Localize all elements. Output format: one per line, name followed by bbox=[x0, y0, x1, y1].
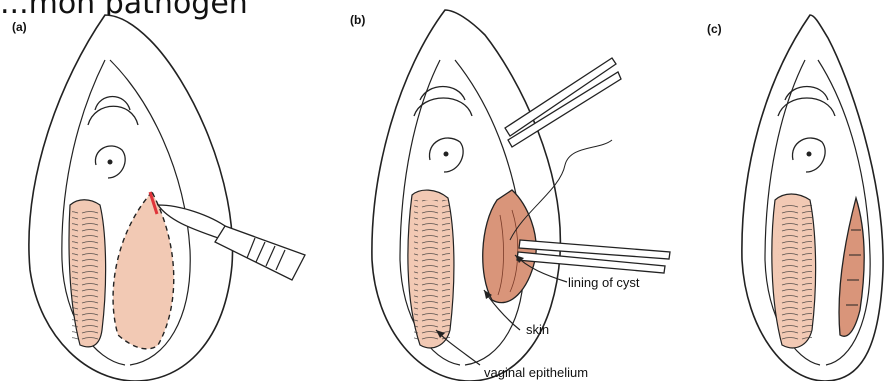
label-lining-of-cyst: lining of cyst bbox=[568, 275, 640, 290]
panel-a-drawing bbox=[29, 15, 305, 381]
label-vaginal-epithelium: vaginal epithelium bbox=[484, 365, 588, 380]
label-skin: skin bbox=[526, 322, 549, 337]
panel-b-drawing bbox=[372, 10, 670, 381]
panel-c-drawing bbox=[742, 15, 883, 381]
